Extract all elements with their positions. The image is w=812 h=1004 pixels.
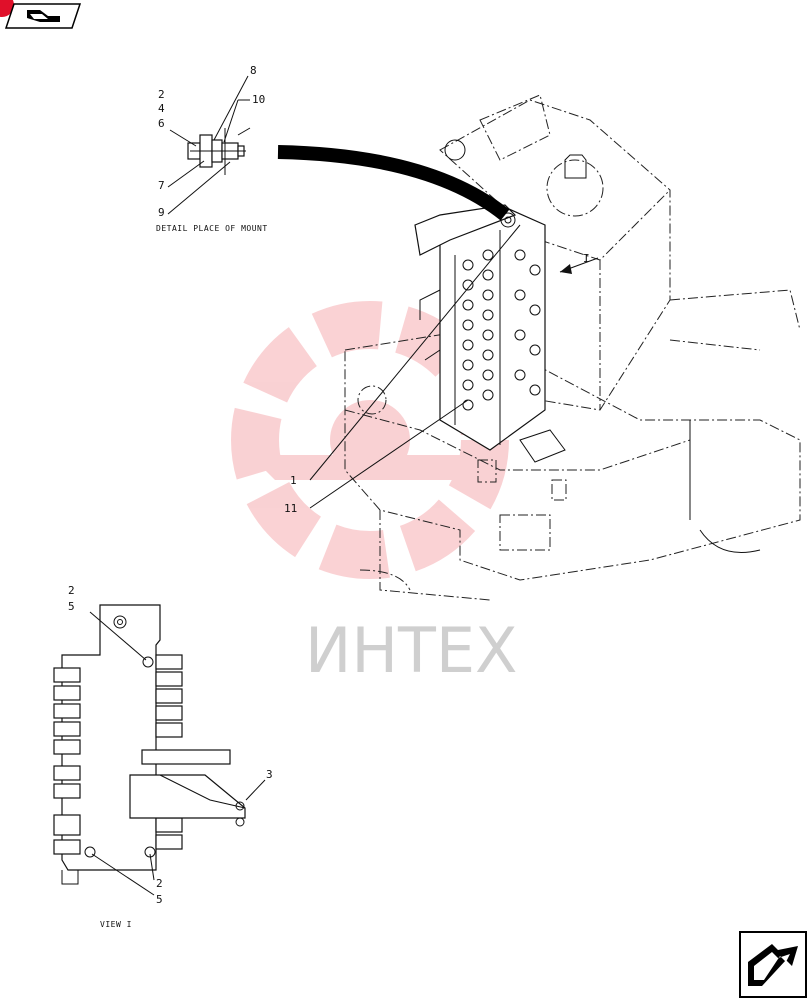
detail-label-2: 2 xyxy=(158,88,165,101)
next-page-button[interactable] xyxy=(739,931,807,998)
detail-label-6: 6 xyxy=(158,117,165,130)
callout-1: 1 xyxy=(290,474,297,487)
detail-label-10: 10 xyxy=(252,93,265,106)
detail-place-of-mount: 2 4 6 7 9 8 10 DETAIL PLACE OF MOUNT xyxy=(156,64,268,233)
watermark-text: ИНТЕХ xyxy=(305,614,518,687)
page-back-arrow-icon xyxy=(27,10,60,22)
callout-11: 11 xyxy=(284,502,297,515)
detail-label-8: 8 xyxy=(250,64,257,77)
detail-label-9: 9 xyxy=(158,206,165,219)
view-label-5-top: 5 xyxy=(68,600,75,613)
view-i: 2 5 3 2 5 VIEW I xyxy=(53,584,273,929)
view-left-spools xyxy=(53,667,81,855)
view-label-2-bottom: 2 xyxy=(156,877,163,890)
page-forward-arrow-icon xyxy=(748,944,798,986)
view-label-2-top: 2 xyxy=(68,584,75,597)
main-assembly: I 1 11 xyxy=(277,94,801,601)
detail-label-4: 4 xyxy=(158,102,165,115)
prev-page-button[interactable] xyxy=(0,0,82,29)
detail-caption: DETAIL PLACE OF MOUNT xyxy=(156,224,268,233)
view-label-3: 3 xyxy=(266,768,273,781)
detail-label-7: 7 xyxy=(158,179,165,192)
view-caption: VIEW I xyxy=(100,920,132,929)
view-marker-label: I xyxy=(583,252,590,265)
view-label-5-bottom: 5 xyxy=(156,893,163,906)
detail-pointer-arrow xyxy=(277,145,510,221)
